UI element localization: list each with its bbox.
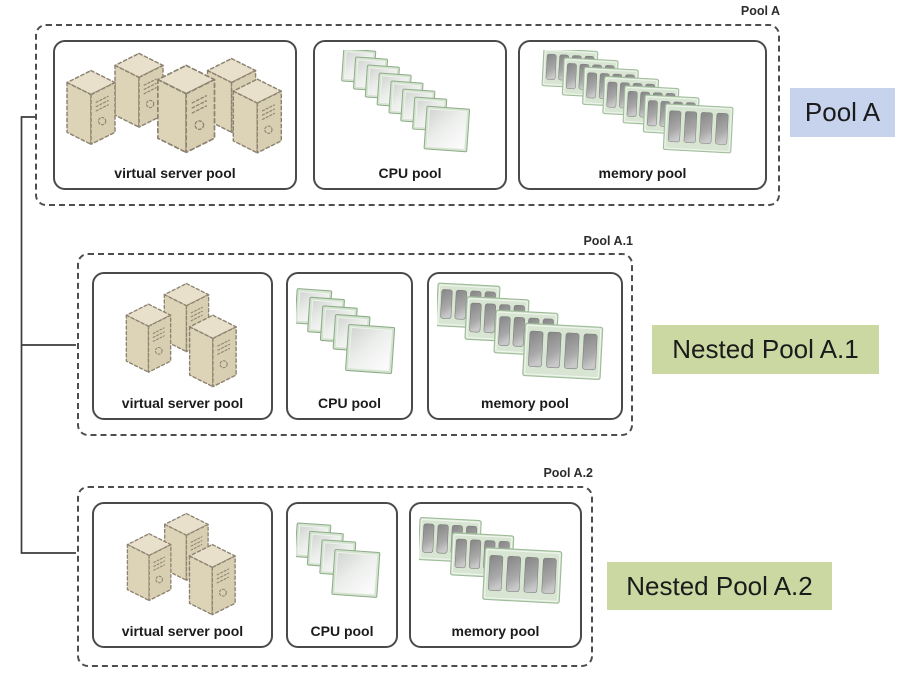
pool-a2-boundary: virtual server pool CPU pool — [77, 486, 593, 667]
memory-pool-icon — [437, 282, 604, 381]
pool-a1-cpu-pool-box: CPU pool — [286, 272, 413, 420]
cpu-pool-label: CPU pool — [318, 395, 381, 411]
memory-pool-label: memory pool — [451, 623, 540, 639]
cpu-pool-label: CPU pool — [378, 165, 442, 181]
cpu-pool-icon — [341, 50, 471, 153]
memory-pool-label: memory pool — [481, 395, 569, 411]
virtual-server-pool-icon — [66, 52, 283, 154]
virtual-server-pool-label: virtual server pool — [114, 165, 236, 181]
cpu-pool-label: CPU pool — [310, 623, 374, 639]
pool-a-memory-pool-box: memory pool — [518, 40, 767, 190]
pool-a1-boundary: virtual server pool CPU pool — [77, 253, 633, 436]
memory-pool-label: memory pool — [598, 165, 687, 181]
nested-pool-a1-badge: Nested Pool A.1 — [652, 325, 879, 374]
memory-pool-icon — [541, 50, 734, 154]
pool-a1-memory-pool-box: memory pool — [427, 272, 623, 420]
pool-a2-virtual-server-pool-box: virtual server pool — [92, 502, 273, 648]
pool-a-tag: Pool A — [740, 4, 780, 18]
virtual-server-pool-label: virtual server pool — [121, 623, 244, 639]
pool-a2-cpu-pool-box: CPU pool — [286, 502, 398, 648]
pool-a-boundary: virtual server pool — [35, 24, 780, 206]
pool-a2-tag: Pool A.2 — [543, 466, 593, 480]
virtual-server-pool-label: virtual server pool — [121, 395, 244, 411]
pool-a2-memory-pool-box: memory pool — [409, 502, 582, 648]
pool-a-badge: Pool A — [790, 88, 895, 137]
cpu-pool-icon — [296, 288, 396, 375]
pool-a-cpu-pool-box: CPU pool — [313, 40, 507, 190]
memory-pool-icon — [419, 517, 563, 604]
virtual-server-pool-icon — [126, 512, 236, 616]
cpu-pool-icon — [296, 522, 381, 598]
pool-a-virtual-server-pool-box: virtual server pool — [53, 40, 297, 190]
pool-a1-tag: Pool A.1 — [583, 234, 633, 248]
nested-pool-a2-badge: Nested Pool A.2 — [607, 562, 832, 610]
pool-a1-virtual-server-pool-box: virtual server pool — [92, 272, 273, 420]
virtual-server-pool-icon — [125, 282, 237, 388]
